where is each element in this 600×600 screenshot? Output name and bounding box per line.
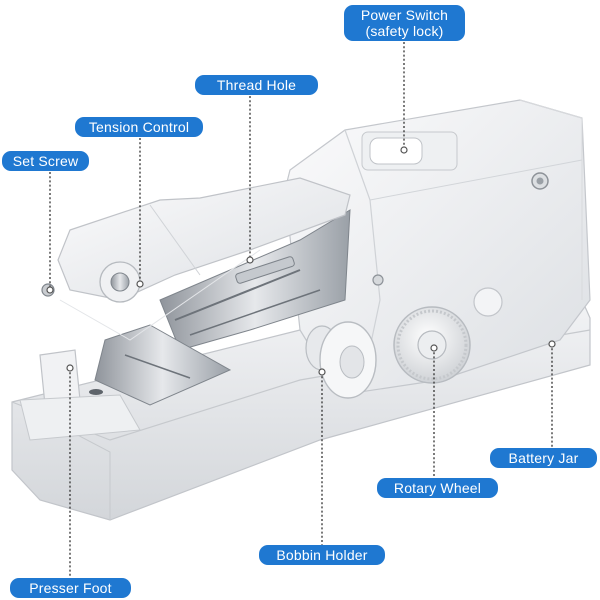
marker-power-switch bbox=[400, 146, 408, 154]
label-power-switch-line1: Power Switch bbox=[360, 7, 449, 23]
label-rotary-wheel-text: Rotary Wheel bbox=[393, 480, 482, 496]
marker-rotary-wheel bbox=[430, 344, 438, 352]
label-battery-jar: Battery Jar bbox=[490, 448, 597, 469]
label-tension-control: Tension Control bbox=[75, 117, 203, 138]
marker-thread-hole bbox=[246, 256, 254, 264]
rotary-wheel-graphic bbox=[393, 306, 471, 384]
bobbin-holder-graphic bbox=[305, 321, 377, 399]
label-thread-hole-text: Thread Hole bbox=[216, 77, 297, 93]
label-power-switch-line2: (safety lock) bbox=[365, 23, 444, 40]
machine-housing bbox=[284, 99, 591, 396]
metal-mechanism bbox=[89, 209, 351, 406]
marker-presser-foot bbox=[66, 364, 74, 372]
label-presser-foot: Presser Foot bbox=[10, 578, 131, 599]
label-set-screw-text: Set Screw bbox=[12, 153, 79, 169]
label-tension-control-text: Tension Control bbox=[88, 119, 190, 135]
marker-set-screw bbox=[46, 286, 54, 294]
label-thread-hole: Thread Hole bbox=[195, 75, 318, 96]
marker-battery-jar bbox=[548, 340, 556, 348]
label-presser-foot-text: Presser Foot bbox=[29, 580, 112, 596]
label-rotary-wheel: Rotary Wheel bbox=[377, 478, 498, 499]
label-set-screw: Set Screw bbox=[2, 151, 89, 172]
label-power-switch: Power Switch (safety lock) bbox=[344, 5, 465, 42]
label-battery-jar-text: Battery Jar bbox=[508, 450, 579, 466]
marker-bobbin-holder bbox=[318, 368, 326, 376]
upper-arm bbox=[41, 177, 351, 341]
label-bobbin-holder: Bobbin Holder bbox=[259, 545, 385, 566]
label-bobbin-holder-text: Bobbin Holder bbox=[276, 547, 368, 563]
leader-lines bbox=[46, 42, 556, 578]
marker-tension-control bbox=[136, 280, 144, 288]
presser-foot-graphic bbox=[19, 349, 141, 441]
